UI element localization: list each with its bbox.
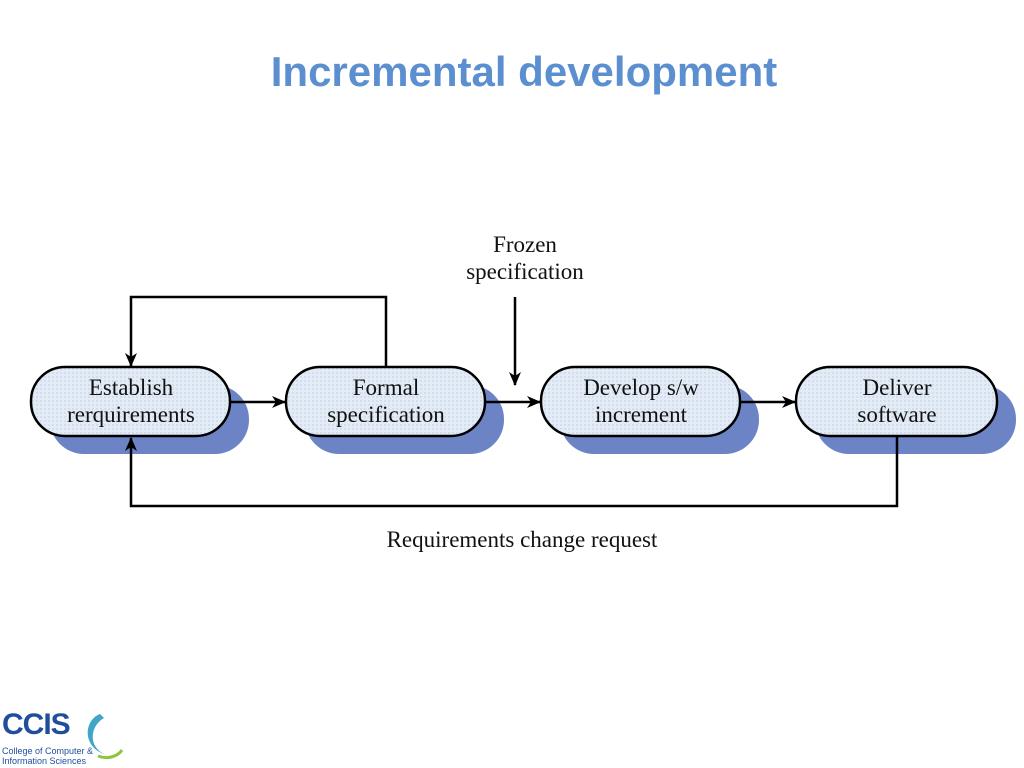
logo-name: CCIS (2, 708, 71, 741)
feedback-formal-to-establish (125, 295, 388, 367)
node-label-deliver: Deliver software (797, 374, 997, 428)
node-label-formal-line1: Formal (352, 375, 420, 400)
node-deliver-software (794, 365, 999, 438)
frozen-spec-label-line2: specification (466, 259, 584, 284)
node-label-formal: Formal specification (286, 374, 486, 428)
change-request-label: Requirements change request (386, 527, 658, 552)
frozen-spec-label-line1: Frozen (493, 232, 557, 257)
logo-subtitle-2: Information Sciences (2, 756, 87, 766)
node-label-develop: Develop s/w increment (541, 374, 741, 428)
change-request-loop (125, 437, 899, 508)
node-label-establish-line2: rerquirements (67, 402, 195, 427)
frozen-spec-label: Frozen specification (425, 231, 625, 285)
node-label-develop-line2: increment (595, 402, 687, 427)
node-develop-increment (539, 365, 742, 438)
node-label-develop-line1: Develop s/w (583, 375, 699, 400)
node-label-deliver-line2: software (857, 402, 937, 427)
node-label-establish-line1: Establish (88, 375, 174, 400)
logo-subtitle-1: College of Computer & (2, 746, 94, 756)
logo-swoosh-icon (87, 714, 124, 760)
node-label-establish: Establish rerquirements (31, 374, 231, 428)
node-label-formal-line2: specification (327, 402, 445, 427)
node-label-deliver-line1: Deliver (862, 375, 932, 400)
ccis-logo: CCIS College of Computer & Information S… (0, 706, 125, 768)
slide-title: Incremental development (270, 48, 778, 95)
node-establish-requirements (29, 365, 232, 438)
